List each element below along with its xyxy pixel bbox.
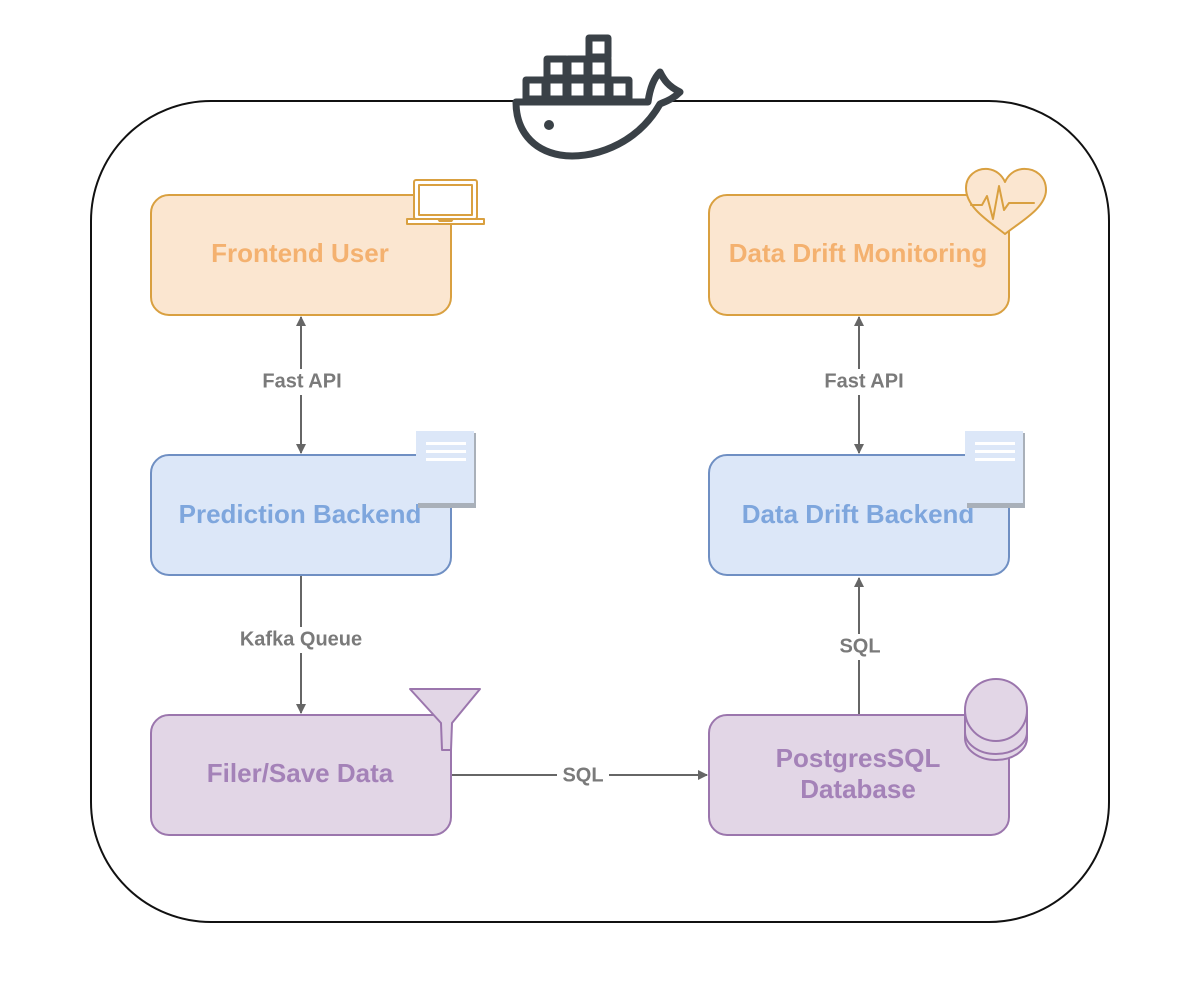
frontend-user-label: Frontend User xyxy=(211,238,389,268)
prediction-backend-label: Prediction Backend xyxy=(179,499,422,529)
edge-label-fast-api-right: Fast API xyxy=(824,370,903,392)
edge-label-sql-horizontal: SQL xyxy=(562,764,603,786)
docker-whale-icon xyxy=(512,34,684,160)
database-cylinder-icon xyxy=(964,678,1028,761)
edge-monitoring-drift-backend: Fast API xyxy=(817,316,911,454)
postgres-database-node: PostgresSQL Database xyxy=(708,714,1010,836)
data-drift-monitoring-label: Data Drift Monitoring xyxy=(729,238,988,268)
data-drift-backend-node: Data Drift Backend xyxy=(708,454,1010,576)
document-icon xyxy=(416,431,476,508)
prediction-backend-node: Prediction Backend xyxy=(150,454,452,576)
filter-save-data-label: Filer/Save Data xyxy=(207,758,394,788)
edge-prediction-filter: Kafka Queue xyxy=(230,576,372,714)
edge-filter-postgres: SQL xyxy=(452,762,708,788)
edge-frontend-prediction: Fast API xyxy=(255,316,349,454)
heart-pulse-icon xyxy=(965,167,1047,235)
edge-label-sql-vertical: SQL xyxy=(839,635,880,657)
document-icon xyxy=(965,431,1025,508)
data-drift-monitoring-node: Data Drift Monitoring xyxy=(708,194,1010,316)
filter-save-data-node: Filer/Save Data xyxy=(150,714,452,836)
funnel-icon xyxy=(409,688,481,751)
data-drift-backend-label: Data Drift Backend xyxy=(742,499,975,529)
postgres-label-line2: Database xyxy=(800,774,916,804)
edge-postgres-drift-backend: SQL xyxy=(834,577,886,714)
edge-label-fast-api-left: Fast API xyxy=(262,370,341,392)
edge-label-kafka-queue: Kafka Queue xyxy=(240,628,362,650)
postgres-label-line1: PostgresSQL xyxy=(776,743,941,773)
laptop-icon xyxy=(406,179,485,225)
frontend-user-node: Frontend User xyxy=(150,194,452,316)
